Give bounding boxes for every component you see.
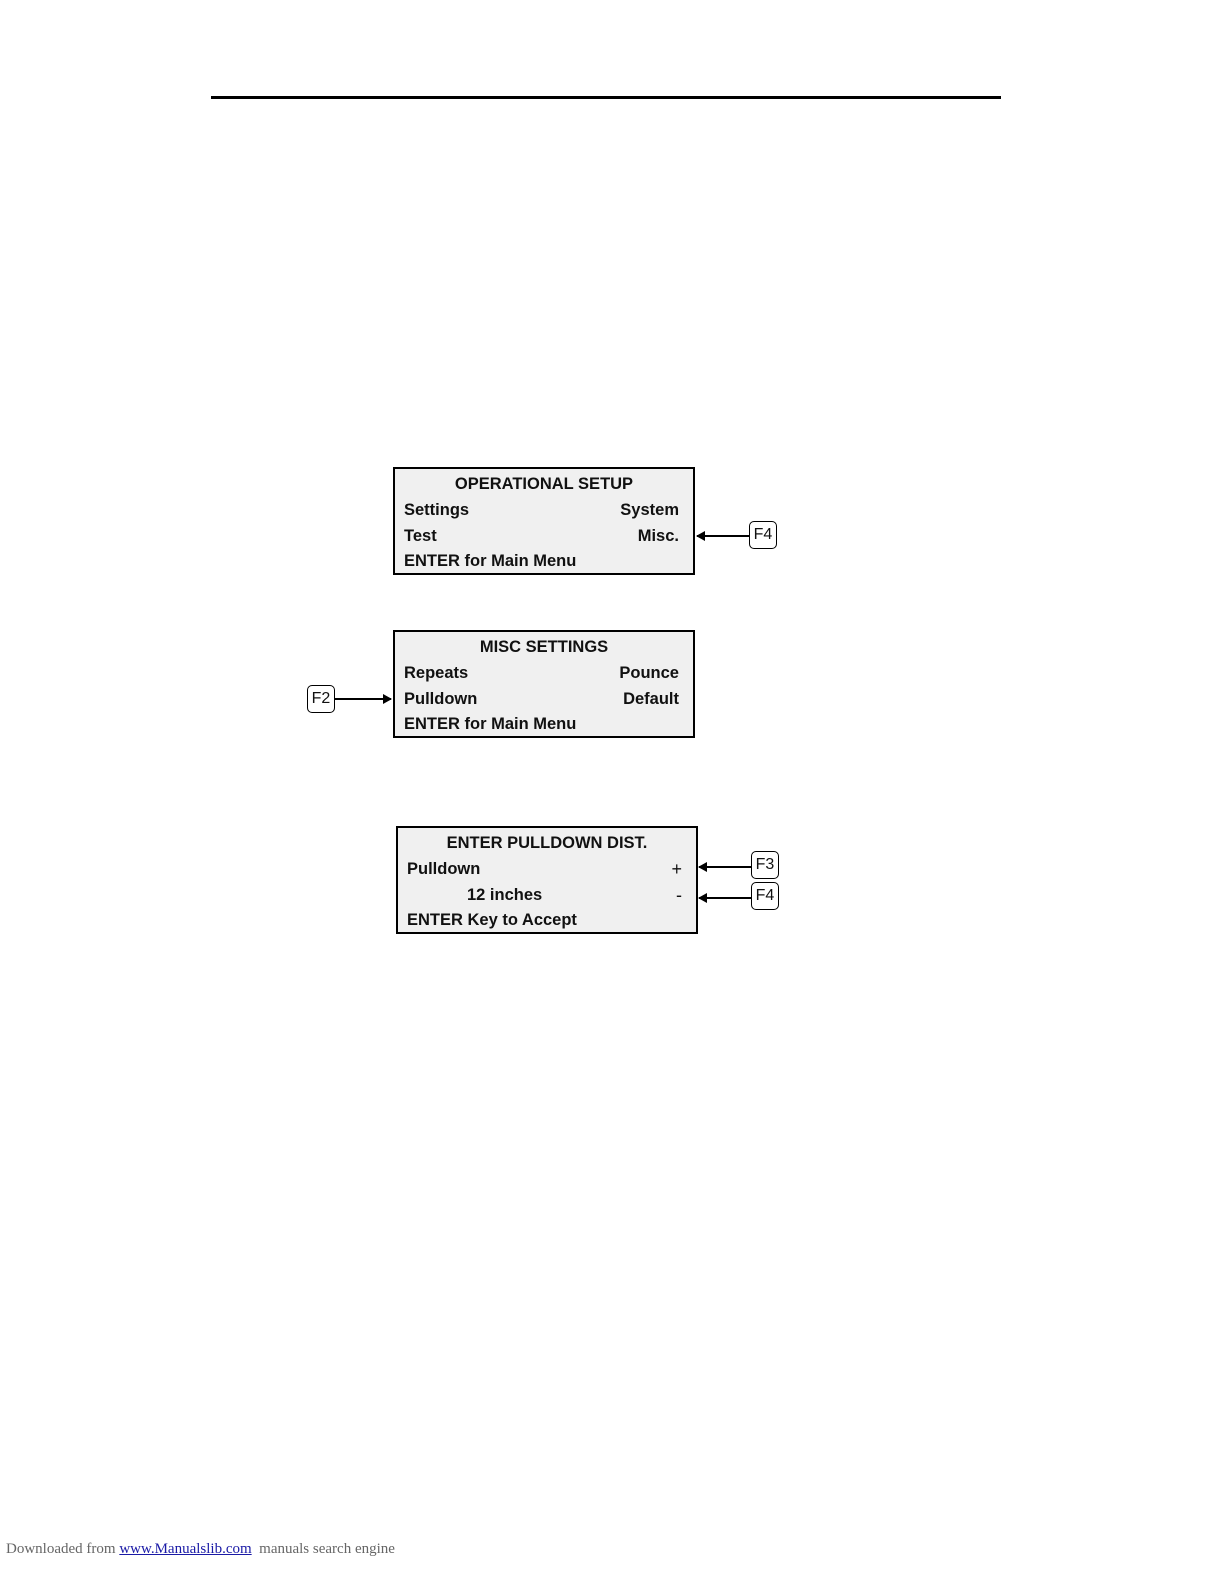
- arrow-to-plus: [699, 866, 752, 868]
- lcd-title: MISC SETTINGS: [395, 636, 693, 658]
- pulldown-label: Pulldown: [407, 858, 480, 880]
- menu-option-misc: Misc.: [638, 525, 679, 547]
- key-f4[interactable]: F4: [749, 521, 777, 549]
- lcd-operational-setup: OPERATIONAL SETUP Settings System Test M…: [393, 467, 695, 575]
- footer-suffix: manuals search engine: [252, 1541, 395, 1557]
- arrow-to-minus: [699, 897, 752, 899]
- menu-option-system: System: [620, 499, 679, 521]
- lcd-footer: ENTER for Main Menu: [404, 550, 679, 572]
- arrow-to-pulldown: [335, 698, 391, 700]
- lcd-footer: ENTER Key to Accept: [407, 909, 682, 931]
- plus-symbol: +: [671, 858, 682, 880]
- menu-option-default: Default: [623, 688, 679, 710]
- manualslib-link[interactable]: www.Manualslib.com: [119, 1541, 251, 1557]
- download-footer: Downloaded from www.Manualslib.com manua…: [6, 1541, 395, 1558]
- top-rule: [211, 96, 1001, 99]
- menu-option-pounce: Pounce: [619, 662, 679, 684]
- menu-option-test: Test: [404, 525, 437, 547]
- footer-prefix: Downloaded from: [6, 1541, 119, 1557]
- arrow-to-misc: [697, 535, 750, 537]
- pulldown-value: 12 inches: [467, 884, 542, 906]
- lcd-title: OPERATIONAL SETUP: [395, 473, 693, 495]
- menu-option-pulldown: Pulldown: [404, 688, 477, 710]
- lcd-enter-pulldown: ENTER PULLDOWN DIST. Pulldown + 12 inche…: [396, 826, 698, 934]
- lcd-misc-settings: MISC SETTINGS Repeats Pounce Pulldown De…: [393, 630, 695, 738]
- key-f4-minus[interactable]: F4: [751, 882, 779, 910]
- lcd-footer: ENTER for Main Menu: [404, 713, 679, 735]
- menu-option-repeats: Repeats: [404, 662, 468, 684]
- key-f3[interactable]: F3: [751, 851, 779, 879]
- menu-option-settings: Settings: [404, 499, 469, 521]
- lcd-title: ENTER PULLDOWN DIST.: [398, 832, 696, 854]
- minus-symbol: -: [676, 884, 682, 906]
- key-f2[interactable]: F2: [307, 685, 335, 713]
